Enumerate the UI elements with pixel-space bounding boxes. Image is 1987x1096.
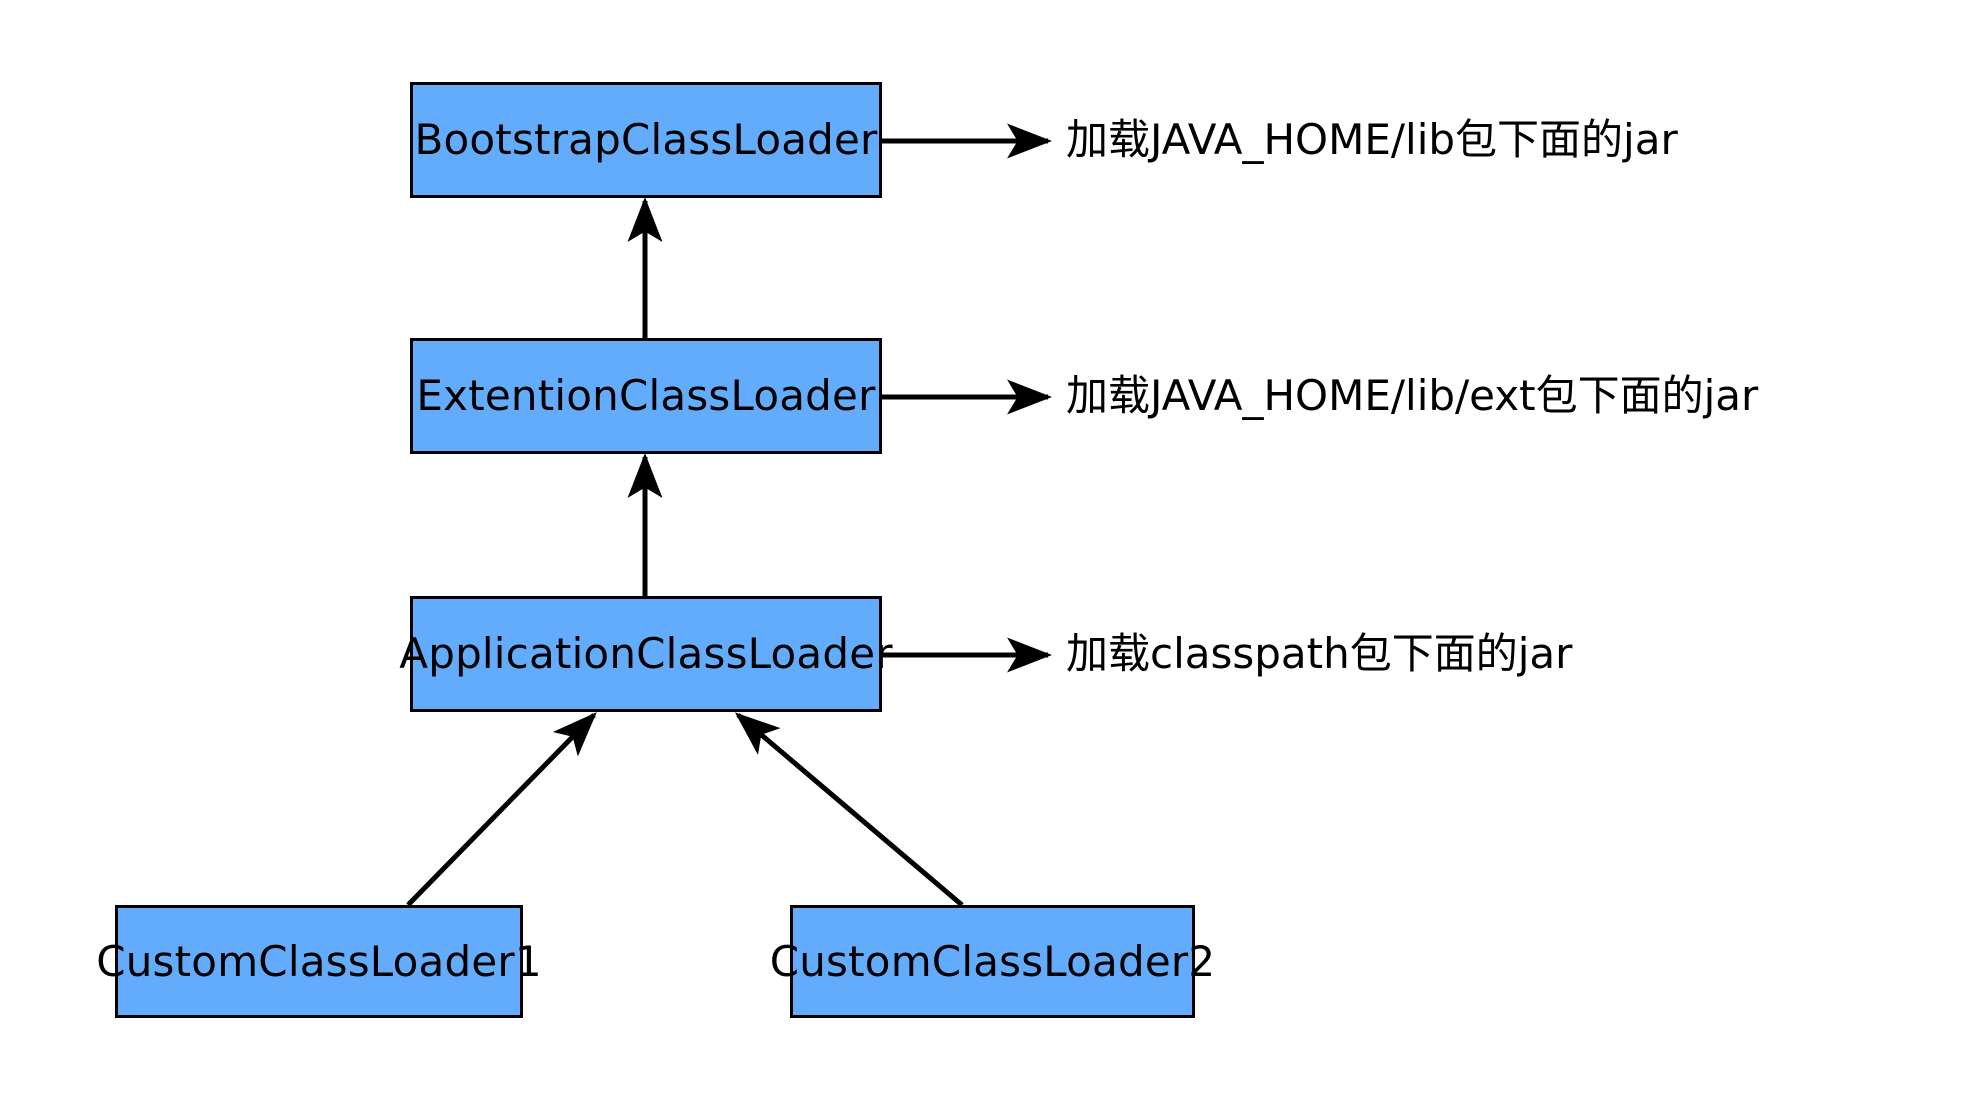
node-extention-classloader[interactable]: ExtentionClassLoader (410, 338, 882, 454)
node-label: BootstrapClassLoader (414, 115, 878, 164)
node-application-classloader[interactable]: ApplicationClassLoader (399, 596, 893, 712)
node-custom-classloader-2[interactable]: CustomClassLoader2 (770, 905, 1215, 1018)
node-label: CustomClassLoader2 (769, 936, 1216, 986)
node-custom-classloader-1[interactable]: CustomClassLoader1 (96, 905, 542, 1018)
annotation-application-note: 加载classpath包下面的jar (1066, 629, 1573, 678)
node-label: CustomClassLoader1 (96, 936, 542, 986)
node-label: ApplicationClassLoader (399, 629, 893, 678)
annotation-extention-note: 加载JAVA_HOME/lib/ext包下面的jar (1066, 371, 1759, 420)
annotation-bootstrap-note: 加载JAVA_HOME/lib包下面的jar (1066, 115, 1678, 164)
edge-custom2-to-application (734, 712, 964, 907)
node-bootstrap-classloader[interactable]: BootstrapClassLoader (410, 82, 882, 198)
edge-custom1-to-application (406, 712, 597, 907)
node-label: ExtentionClassLoader (416, 371, 876, 420)
